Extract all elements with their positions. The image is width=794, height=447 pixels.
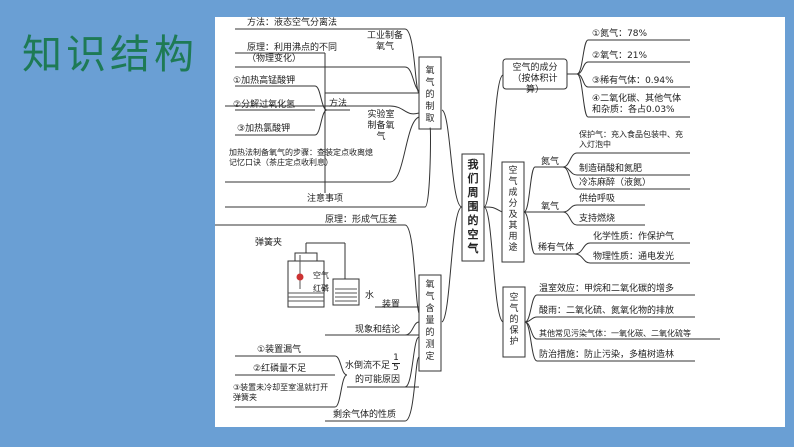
conn-center-b3 xyxy=(483,74,504,208)
conn-center-b2 xyxy=(441,206,463,323)
b3-item-4: ④二氧化碳、其他气体和杂质：各占0.03% xyxy=(592,94,682,115)
less-reason-3: ③装置未冷却至室温就打开弹簧夹 xyxy=(233,383,329,402)
o2-use-1: 供给呼吸 xyxy=(579,194,616,204)
apparatus-air-label: 空气 xyxy=(313,271,329,280)
conn-center-b4 xyxy=(483,206,503,213)
b4-label: 空气成分及其用途 xyxy=(508,166,518,253)
industrial-principle: 原理：利用沸点的不同（物理变化） xyxy=(247,43,338,64)
less-frac-num: 1 xyxy=(392,353,400,364)
less-fraction: 1 5 xyxy=(392,354,400,373)
b5-item-4: 防治措施：防止污染，多植树造林 xyxy=(539,350,675,360)
n2-label: 氮气 xyxy=(541,157,560,167)
less-label: 水倒流不足 xyxy=(345,361,391,371)
less-reason-2: ②红磷量不足 xyxy=(253,364,307,374)
b1-label: 氧气的制取 xyxy=(425,66,435,124)
connector-lines xyxy=(215,28,720,422)
b5-item-2: 酸雨：二氧化硫、氮氧化物的排放 xyxy=(539,306,675,316)
lab-method-2: ②分解过氧化氢 xyxy=(233,100,296,110)
rare-use-1: 化学性质：作保护气 xyxy=(593,232,675,242)
b3-item-1: ①氮气：78% xyxy=(592,29,648,39)
industrial-label: 工业制备氧气 xyxy=(367,31,404,52)
b5-item-3: 其他常见污染气体：一氧化碳、二氧化硫等 xyxy=(539,329,691,338)
b2-label: 氧气含量的测定 xyxy=(425,280,435,362)
o2-use-2: 支持燃烧 xyxy=(579,214,616,224)
apparatus-spring-label: 弹簧夹 xyxy=(255,238,283,248)
lab-notes: 注意事项 xyxy=(307,194,344,204)
apparatus-phosphorus-label: 红磷 xyxy=(313,284,329,293)
page-title: 知识结构 xyxy=(22,32,198,78)
b3-item-2: ②氧气：21% xyxy=(592,51,648,61)
rare-use-2: 物理性质：通电发光 xyxy=(593,252,675,262)
less-reason-1: ①装置漏气 xyxy=(257,345,302,355)
b2-rest: 剩余气体的性质 xyxy=(333,410,397,420)
b2-principle: 原理：形成气压差 xyxy=(325,215,398,225)
industrial-method: 方法：液态空气分离法 xyxy=(247,18,338,28)
b5-label: 空气的保护 xyxy=(509,293,519,347)
b2-box xyxy=(418,274,442,372)
n2-use-2: 制造硝酸和氮肥 xyxy=(579,164,643,174)
less-frac-den: 5 xyxy=(393,363,399,373)
lab-steps: 加热法制备氧气的步骤：查装定点收离熄记忆口诀（茶庄定点收利息） xyxy=(229,148,373,167)
b3-item-3: ③稀有气体：0.94% xyxy=(592,76,674,86)
b2-phenomena: 现象和结论 xyxy=(355,325,401,335)
o2-label: 氧气 xyxy=(541,202,560,212)
lab-method-label: 方法 xyxy=(329,99,348,109)
apparatus-water-label: 水 xyxy=(365,291,375,301)
lab-label: 实验室制备氧气 xyxy=(367,110,395,142)
mind-map-panel: 我们周围的空气 氧气的制取 方法：液态空气分离法 原理：利用沸点的不同（物理变化… xyxy=(215,17,785,427)
rare-label: 稀有气体 xyxy=(538,243,575,253)
less-suffix: 的可能原因 xyxy=(355,375,401,385)
conn-center-b5 xyxy=(483,206,504,323)
conn-center-b1 xyxy=(441,109,463,208)
b5-item-1: 温室效应：甲烷和二氧化碳的增多 xyxy=(539,284,675,294)
apparatus-label: 装置 xyxy=(382,300,401,310)
apparatus-bottle xyxy=(287,260,325,308)
n2-use-3: 冷冻麻醉（液氮） xyxy=(579,178,652,188)
lab-method-3: ③加热氯酸钾 xyxy=(237,124,291,134)
center-title: 我们周围的空气 xyxy=(467,158,479,255)
n2-use-1: 保护气：充入食品包装中、充入灯泡中 xyxy=(579,130,683,149)
b3-label: 空气的成分（按体积计算） xyxy=(512,63,558,95)
lab-method-1: ①加热高锰酸钾 xyxy=(233,76,296,86)
